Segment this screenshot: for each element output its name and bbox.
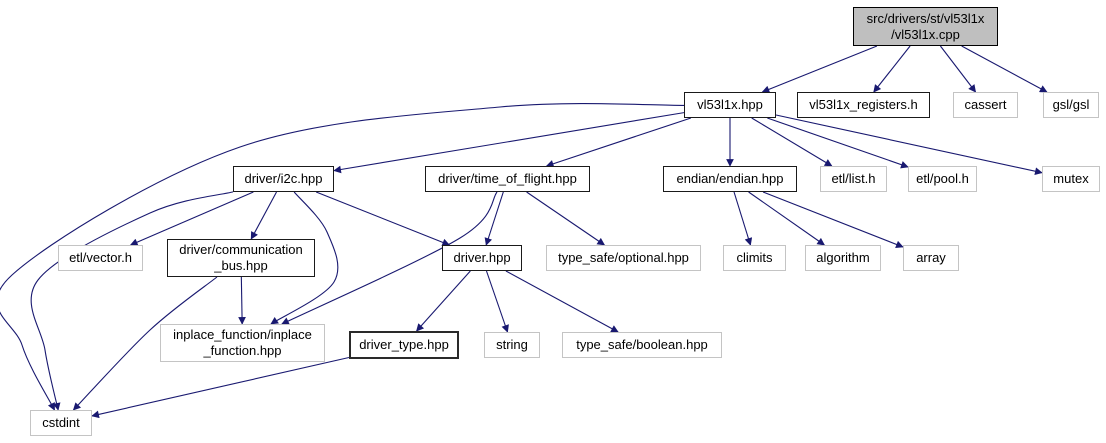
node-label: driver/time_of_flight.hpp: [438, 171, 577, 186]
node-label: cstdint: [42, 415, 80, 430]
node-label: algorithm: [816, 250, 870, 265]
edge-hpp-to-i2c: [333, 112, 685, 174]
node-mutex: mutex: [1042, 166, 1100, 192]
node-string: string: [484, 332, 540, 358]
node-gsl-gsl: gsl/gsl: [1043, 92, 1099, 118]
edge-cpp-to-gsl: [961, 45, 1048, 93]
edge-cpp-to-registers: [873, 45, 911, 93]
node-driver-type-hpp[interactable]: driver_type.hpp: [349, 331, 459, 359]
node-label: endian/endian.hpp: [676, 171, 784, 186]
node-vl53l1x-registers-h[interactable]: vl53l1x_registers.h: [797, 92, 930, 118]
edge-i2c-to-cstdint: [30, 191, 234, 411]
node-label: etl/pool.h: [916, 171, 969, 186]
edge-tof-to-optional: [526, 191, 606, 246]
node-label: type_safe/optional.hpp: [558, 250, 689, 265]
edge-hpp-to-mutex: [775, 114, 1043, 175]
node-driver-time-of-flight-hpp[interactable]: driver/time_of_flight.hpp: [425, 166, 590, 192]
node-climits: climits: [723, 245, 786, 271]
edge-endian-to-algorithm: [748, 191, 826, 246]
node-label: gsl/gsl: [1052, 97, 1090, 112]
node-driver-i2c-hpp[interactable]: driver/i2c.hpp: [233, 166, 334, 192]
node-etl-list-h: etl/list.h: [820, 166, 887, 192]
edge-i2c-to-commbus: [250, 191, 277, 240]
node-label: array: [916, 250, 946, 265]
node-vl53l1x-cpp[interactable]: src/drivers/st/vl53l1x /vl53l1x.cpp: [853, 7, 998, 46]
edge-drivertype-to-cstdint: [91, 356, 350, 419]
node-label: driver/communication _bus.hpp: [179, 242, 303, 273]
node-label: etl/vector.h: [69, 250, 132, 265]
node-label: driver_type.hpp: [359, 337, 449, 352]
node-label: vl53l1x_registers.h: [809, 97, 918, 112]
edge-endian-to-array: [762, 191, 904, 249]
node-algorithm: algorithm: [805, 245, 881, 271]
edge-hpp-to-tof: [545, 117, 692, 168]
edge-endian-to-climits: [733, 191, 753, 246]
node-type-safe-boolean-hpp: type_safe/boolean.hpp: [562, 332, 722, 358]
node-inplace-function-hpp: inplace_function/inplace _function.hpp: [160, 324, 325, 362]
edge-tof-to-driver: [484, 191, 504, 246]
node-label: string: [496, 337, 528, 352]
node-label: src/drivers/st/vl53l1x /vl53l1x.cpp: [866, 10, 985, 42]
edge-driver-to-boolean: [505, 270, 619, 333]
node-vl53l1x-hpp[interactable]: vl53l1x.hpp: [684, 92, 776, 118]
node-label: vl53l1x.hpp: [697, 97, 763, 112]
edge-hpp-to-etllist: [751, 117, 833, 167]
edge-driver-to-drivertype: [416, 270, 471, 332]
edge-i2c-to-driver: [315, 191, 451, 247]
node-driver-hpp[interactable]: driver.hpp: [442, 245, 522, 271]
node-label: climits: [736, 250, 773, 265]
node-label: type_safe/boolean.hpp: [576, 337, 708, 352]
node-label: driver/i2c.hpp: [244, 171, 323, 186]
node-array: array: [903, 245, 959, 271]
node-label: inplace_function/inplace _function.hpp: [173, 327, 312, 358]
node-label: driver.hpp: [453, 250, 511, 265]
node-type-safe-optional-hpp: type_safe/optional.hpp: [546, 245, 701, 271]
edge-i2c-to-etlvector: [129, 191, 254, 246]
node-cassert: cassert: [953, 92, 1018, 118]
edge-cpp-to-hpp: [761, 45, 878, 93]
node-label: mutex: [1053, 171, 1089, 186]
node-label: etl/list.h: [831, 171, 876, 186]
node-driver-communication-bus-hpp[interactable]: driver/communication _bus.hpp: [167, 239, 315, 277]
node-etl-vector-h: etl/vector.h: [58, 245, 143, 271]
edge-commbus-to-inplace: [238, 276, 246, 325]
node-endian-endian-hpp[interactable]: endian/endian.hpp: [663, 166, 797, 192]
edge-cpp-to-cassert: [939, 45, 977, 93]
node-cstdint: cstdint: [30, 410, 92, 436]
node-etl-pool-h: etl/pool.h: [908, 166, 977, 192]
edge-hpp-to-etlpool: [767, 117, 909, 169]
node-label: cassert: [964, 97, 1007, 112]
edge-driver-to-string: [485, 270, 509, 333]
